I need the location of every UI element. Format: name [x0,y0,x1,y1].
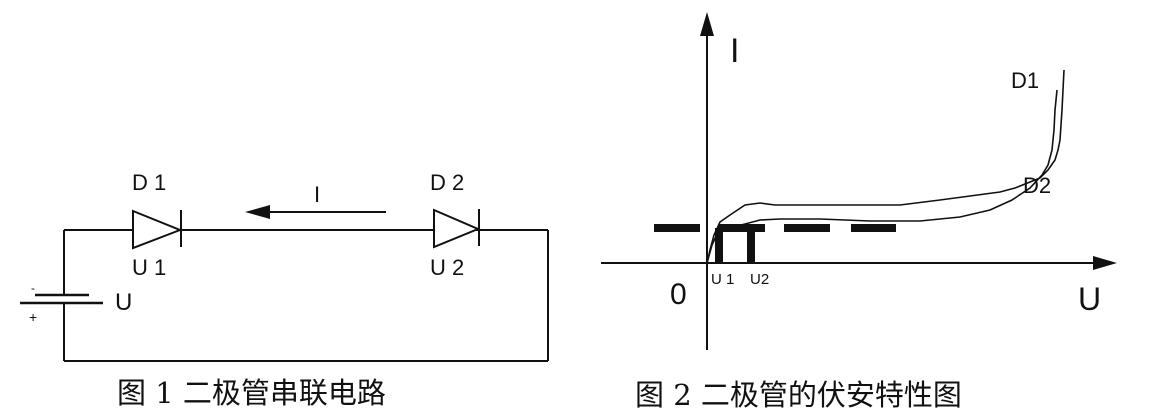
x-axis-label: U [1078,281,1101,317]
y-axis-arrow-icon [700,12,714,36]
diode-d1-label: D 1 [132,170,166,195]
u1-label: U 1 [711,271,734,288]
figure1-caption: 图 1 二极管串联电路 [117,376,386,410]
diode-d1-symbol [132,209,183,250]
figure2-caption: 图 2 二极管的伏安特性图 [635,378,962,412]
curve-d2 [706,89,1058,264]
curve-d2-label: D2 [1023,173,1051,198]
battery-plus-label: + [29,309,37,325]
y-axis-label: I [730,32,739,70]
source-voltage-label: U [115,289,132,316]
figure1-circuit [20,205,549,362]
battery-minus-label: - [31,281,35,295]
curve-d1-label: D1 [1011,68,1039,93]
origin-label: 0 [670,278,687,311]
u2-label: U2 [750,271,769,288]
diode-d1-voltage-label: U 1 [132,255,166,280]
diode-d2-voltage-label: U 2 [430,255,464,280]
x-axis-arrow-icon [1093,256,1117,270]
figure2-graph [601,12,1117,350]
current-label: I [314,182,320,207]
current-arrow-head [245,205,270,219]
diode-d2-label: D 2 [430,170,464,195]
diode-d2-symbol [433,208,481,249]
curve-d1 [706,69,1065,264]
